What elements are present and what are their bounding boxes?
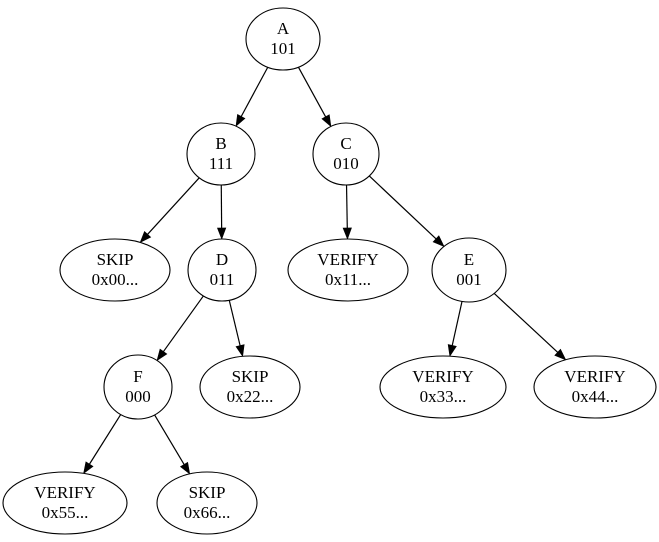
graph-node-s0[interactable]: SKIP0x00... — [59, 238, 171, 302]
node-label-secondary: 0x22... — [227, 387, 274, 406]
node-label-primary: SKIP — [232, 367, 269, 386]
node-label-primary: VERIFY — [317, 250, 378, 269]
node-label-secondary: 111 — [209, 154, 233, 173]
node-shape-ellipse — [2, 471, 128, 535]
edge-C-to-V1 — [345, 184, 348, 229]
graph-node-v1[interactable]: VERIFY0x11... — [287, 238, 409, 302]
nodes-layer: A101B111C010SKIP0x00...D011VERIFY0x11...… — [2, 7, 657, 535]
edge-E-to-V4 — [493, 292, 559, 353]
edge-D-to-F — [162, 295, 204, 352]
edge-C-to-E — [368, 175, 437, 240]
arrowhead-B-to-D — [217, 227, 227, 240]
arrowhead-E-to-V4 — [554, 348, 567, 361]
node-shape-ellipse — [379, 355, 507, 419]
node-shape-ellipse — [156, 471, 258, 535]
node-label-secondary: 0x44... — [572, 387, 619, 406]
graph-node-s2[interactable]: SKIP0x22... — [199, 355, 301, 419]
arrowhead-D-to-F — [156, 348, 168, 362]
arrowhead-E-to-V3 — [447, 344, 457, 358]
arrowhead-D-to-S2 — [235, 344, 245, 358]
node-label-primary: SKIP — [97, 250, 134, 269]
graph-node-s6[interactable]: SKIP0x66... — [156, 471, 258, 535]
node-label-primary: D — [216, 250, 228, 269]
arrowhead-C-to-E — [432, 235, 445, 247]
node-label-primary: VERIFY — [34, 483, 95, 502]
node-label-secondary: 101 — [270, 39, 296, 58]
node-shape-circle — [186, 122, 256, 186]
node-shape-ellipse — [59, 238, 171, 302]
node-label-secondary: 011 — [210, 270, 235, 289]
graph-node-v4[interactable]: VERIFY0x44... — [533, 355, 657, 419]
edge-B-to-S0 — [147, 177, 200, 235]
node-label-primary: SKIP — [189, 483, 226, 502]
graph-node-v3[interactable]: VERIFY0x33... — [379, 355, 507, 419]
node-shape-circle — [431, 237, 507, 303]
arrowhead-A-to-B — [235, 114, 246, 127]
node-label-primary: F — [133, 367, 142, 386]
arrowhead-F-to-S6 — [179, 461, 191, 475]
node-label-secondary: 0x33... — [420, 387, 467, 406]
node-label-secondary: 010 — [333, 154, 359, 173]
edge-F-to-S6 — [154, 414, 185, 465]
node-label-secondary: 001 — [456, 270, 482, 289]
node-label-secondary: 0x55... — [42, 503, 89, 522]
arrowhead-F-to-V5 — [83, 461, 94, 475]
graph-node-v5[interactable]: VERIFY0x55... — [2, 471, 128, 535]
node-label-secondary: 0x11... — [325, 270, 371, 289]
node-label-primary: E — [464, 250, 474, 269]
node-label-secondary: 000 — [125, 387, 151, 406]
node-label-primary: A — [277, 19, 290, 38]
arrowhead-B-to-S0 — [139, 230, 152, 244]
node-shape-circle — [103, 354, 173, 420]
node-shape-circle — [187, 238, 257, 302]
node-shape-circle — [312, 122, 380, 186]
node-label-secondary: 0x66... — [184, 503, 231, 522]
edge-A-to-C — [297, 66, 327, 118]
edge-A-to-B — [240, 66, 269, 117]
node-label-secondary: 0x00... — [92, 270, 139, 289]
edges-layer — [83, 66, 567, 475]
node-shape-ellipse — [287, 238, 409, 302]
node-label-primary: VERIFY — [412, 367, 473, 386]
node-shape-ellipse — [199, 355, 301, 419]
node-shape-ellipse — [533, 355, 657, 419]
node-shape-circle — [245, 7, 321, 71]
edge-F-to-V5 — [88, 414, 122, 465]
node-label-primary: VERIFY — [564, 367, 625, 386]
edge-E-to-V3 — [451, 301, 463, 346]
arrowhead-A-to-C — [321, 114, 332, 128]
node-label-primary: B — [215, 134, 226, 153]
edge-D-to-S2 — [228, 300, 241, 346]
node-label-primary: C — [340, 134, 351, 153]
arrowhead-C-to-V1 — [342, 227, 352, 240]
